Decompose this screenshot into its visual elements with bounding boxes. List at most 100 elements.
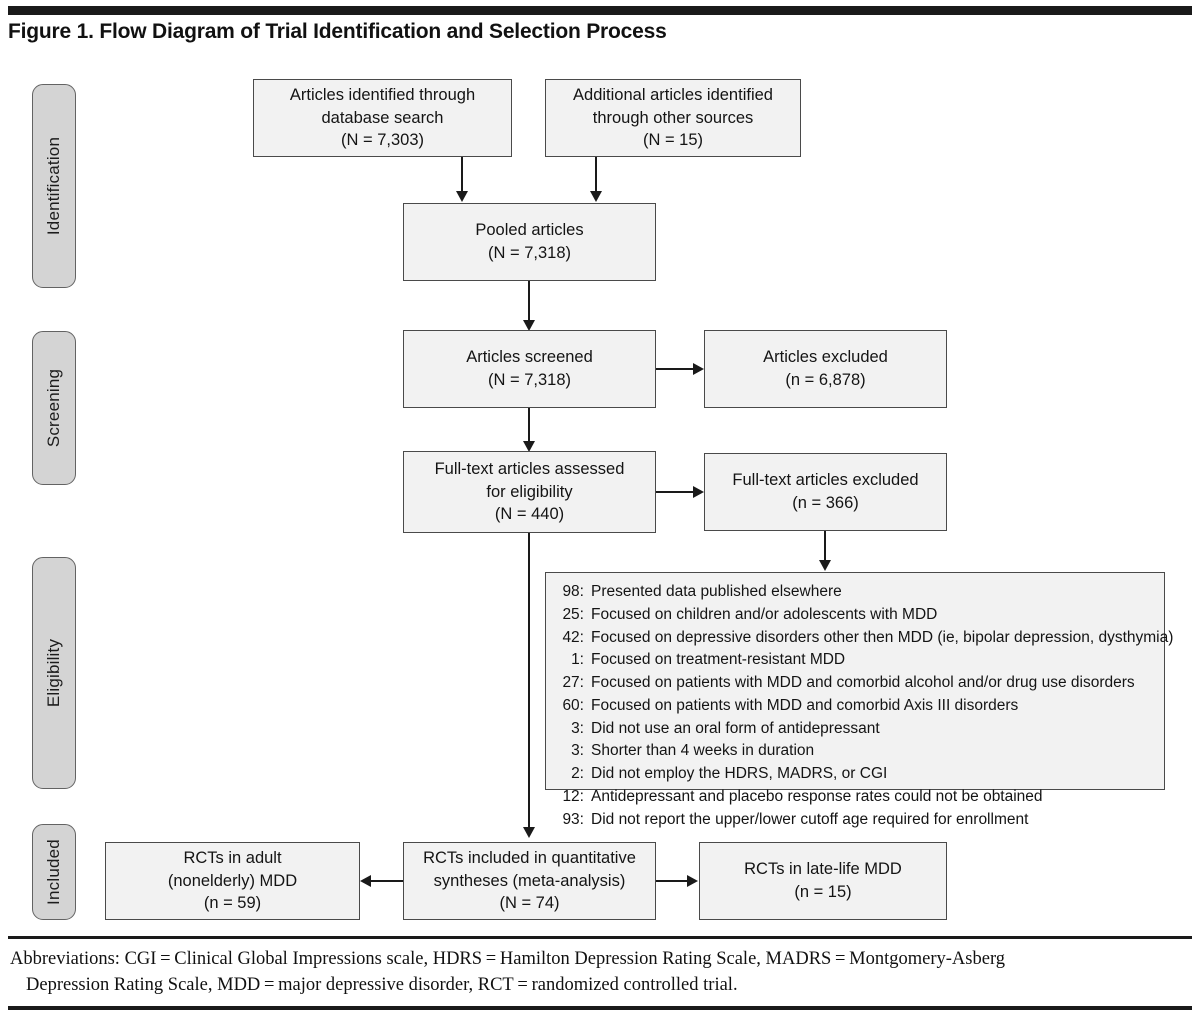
arrow-pooled-to-screened-icon bbox=[523, 320, 535, 331]
box-fulltext-assessed-line2: for eligibility bbox=[486, 482, 573, 501]
stage-label-included: Included bbox=[44, 839, 63, 905]
arrow-fulltext-to-included-icon bbox=[523, 827, 535, 838]
figure-title: Figure 1. Flow Diagram of Trial Identifi… bbox=[8, 20, 667, 43]
box-database-search-line3: (N = 7,303) bbox=[341, 131, 424, 150]
exclusion-reason-count: 2: bbox=[571, 765, 584, 783]
box-articles-excluded-line2: (n = 6,878) bbox=[785, 371, 866, 389]
arrow-fulltext-to-excluded-icon bbox=[693, 486, 704, 498]
exclusion-reason-row: 27: Focused on patients with MDD and com… bbox=[554, 672, 1154, 695]
box-fulltext-assessed-line3: (N = 440) bbox=[494, 505, 565, 524]
exclusion-reason-text: Antidepressant and placebo response rate… bbox=[591, 788, 1043, 806]
box-rct-late-life-line1: RCTs in late-life MDD bbox=[744, 860, 902, 879]
exclusion-reason-count: 93: bbox=[562, 810, 584, 828]
box-pooled-articles-line1: Pooled articles bbox=[475, 221, 584, 240]
exclusion-reason-count: 98: bbox=[562, 583, 584, 600]
exclusion-reason-text: Shorter than 4 weeks in duration bbox=[591, 742, 815, 760]
box-fulltext-assessed-line1: Full-text articles assessed bbox=[434, 459, 625, 478]
exclusion-reason-row: 93: Did not report the upper/lower cutof… bbox=[554, 809, 1154, 832]
connector-screened-to-fulltext bbox=[528, 408, 530, 442]
box-articles-screened: Articles screened (N = 7,318) bbox=[403, 330, 656, 408]
exclusion-reason-text: Presented data published elsewhere bbox=[591, 583, 842, 600]
arrow-database-to-pooled-icon bbox=[456, 191, 468, 202]
exclusion-reason-row: 98: Presented data published elsewhere bbox=[554, 581, 1154, 604]
box-database-search-line2: database search bbox=[321, 108, 444, 127]
box-rct-adult: RCTs in adult (nonelderly) MDD (n = 59) bbox=[105, 842, 360, 920]
box-database-search-line1: Articles identified through bbox=[289, 85, 476, 104]
exclusion-reason-count: 3: bbox=[571, 742, 584, 760]
footnote-top-rule bbox=[8, 936, 1192, 939]
connector-fulltext-to-included bbox=[528, 533, 530, 828]
stage-label-identification: Identification bbox=[44, 136, 64, 236]
exclusion-reason-text: Focused on patients with MDD and comorbi… bbox=[591, 674, 1135, 692]
exclusion-reason-row: 3: Shorter than 4 weeks in duration bbox=[554, 740, 1154, 763]
box-fulltext-excluded: Full-text articles excluded (n = 366) bbox=[704, 453, 947, 531]
exclusion-reason-count: 3: bbox=[571, 719, 584, 737]
box-pooled-articles: Pooled articles (N = 7,318) bbox=[403, 203, 656, 281]
stage-pill-screening: Screening bbox=[32, 331, 76, 485]
connector-screened-to-excluded bbox=[656, 368, 694, 370]
footnote-line2: Depression Rating Scale, MDD = major dep… bbox=[26, 975, 738, 996]
abbreviations-footnote: Abbreviations: CGI = Clinical Global Imp… bbox=[10, 946, 1190, 999]
box-rct-adult-line2: (nonelderly) MDD bbox=[167, 871, 298, 890]
box-fulltext-assessed: Full-text articles assessed for eligibil… bbox=[403, 451, 656, 533]
box-rct-late-life: RCTs in late-life MDD (n = 15) bbox=[699, 842, 947, 920]
stage-label-screening: Screening bbox=[44, 368, 64, 448]
footnote-line1: Abbreviations: CGI = Clinical Global Imp… bbox=[10, 949, 1006, 969]
arrow-screened-to-fulltext-icon bbox=[523, 441, 535, 452]
box-rct-adult-line3: (n = 59) bbox=[203, 894, 262, 913]
box-rct-adult-line1: RCTs in adult bbox=[183, 848, 282, 867]
arrow-included-to-late-life-icon bbox=[687, 875, 698, 887]
connector-included-to-late-life bbox=[656, 880, 688, 882]
exclusion-reason-count: 12: bbox=[562, 788, 584, 806]
exclusion-reason-text: Focused on depressive disorders other th… bbox=[591, 628, 1174, 646]
box-articles-excluded: Articles excluded (n = 6,878) bbox=[704, 330, 947, 408]
box-exclusion-reasons: 98: Presented data published elsewhere 2… bbox=[545, 572, 1173, 828]
box-articles-screened-line1: Articles screened bbox=[466, 348, 593, 367]
box-rct-included-line3: (N = 74) bbox=[499, 894, 560, 913]
box-fulltext-excluded-line2: (n = 366) bbox=[792, 494, 859, 512]
box-rct-late-life-line2: (n = 15) bbox=[794, 883, 852, 901]
stage-label-eligibility: Eligibility bbox=[44, 638, 63, 708]
exclusion-reason-text: Did not report the upper/lower cutoff ag… bbox=[591, 810, 1029, 828]
exclusion-reason-count: 27: bbox=[562, 674, 584, 692]
box-articles-excluded-line1: Articles excluded bbox=[763, 348, 888, 367]
exclusion-reason-count: 42: bbox=[562, 628, 584, 646]
arrow-included-to-adult-icon bbox=[360, 875, 371, 887]
footnote-bottom-rule bbox=[8, 1006, 1192, 1010]
box-rct-included-quantitative: RCTs included in quantitative syntheses … bbox=[403, 842, 656, 920]
exclusion-reason-count: 1: bbox=[571, 651, 584, 669]
box-other-sources-line1: Additional articles identified bbox=[573, 85, 773, 104]
arrow-screened-to-excluded-icon bbox=[693, 363, 704, 375]
exclusion-reason-count: 25: bbox=[562, 605, 584, 623]
arrow-excluded-to-reasons-icon bbox=[819, 560, 831, 571]
connector-pooled-to-screened bbox=[528, 281, 530, 321]
top-divider-rule bbox=[8, 6, 1192, 15]
exclusion-reason-count: 60: bbox=[562, 696, 584, 714]
stage-pill-included: Included bbox=[32, 824, 76, 920]
exclusion-reason-text: Focused on patients with MDD and comorbi… bbox=[591, 696, 1019, 714]
exclusion-reason-row: 42: Focused on depressive disorders othe… bbox=[554, 627, 1173, 650]
arrow-sources-to-pooled-icon bbox=[590, 191, 602, 202]
connector-sources-to-pooled bbox=[595, 157, 597, 192]
connector-excluded-to-reasons bbox=[824, 531, 826, 561]
exclusion-reason-row: 12: Antidepressant and placebo response … bbox=[554, 786, 1154, 809]
box-fulltext-excluded-line1: Full-text articles excluded bbox=[732, 471, 919, 490]
exclusion-reason-text: Focused on treatment-resistant MDD bbox=[591, 651, 846, 669]
box-database-search: Articles identified through database sea… bbox=[253, 79, 512, 157]
exclusion-reason-row: 25: Focused on children and/or adolescen… bbox=[554, 604, 1154, 627]
exclusion-reason-row: 3: Did not use an oral form of antidepre… bbox=[554, 718, 1154, 741]
box-other-sources-line3: (N = 15) bbox=[642, 131, 704, 150]
stage-pill-identification: Identification bbox=[32, 84, 76, 288]
exclusion-reason-text: Did not use an oral form of antidepressa… bbox=[591, 719, 880, 737]
connector-fulltext-to-excluded bbox=[656, 491, 694, 493]
box-other-sources-line2: through other sources bbox=[592, 108, 754, 127]
exclusion-reason-row: 1: Focused on treatment-resistant MDD bbox=[554, 649, 1154, 672]
exclusion-reason-text: Did not employ the HDRS, MADRS, or CGI bbox=[591, 765, 888, 783]
box-rct-included-line1: RCTs included in quantitative bbox=[423, 848, 636, 867]
stage-pill-eligibility: Eligibility bbox=[32, 557, 76, 789]
connector-included-to-adult bbox=[371, 880, 403, 882]
box-other-sources: Additional articles identified through o… bbox=[545, 79, 801, 157]
exclusion-reason-row: 2: Did not employ the HDRS, MADRS, or CG… bbox=[554, 763, 1154, 786]
box-pooled-articles-line2: (N = 7,318) bbox=[488, 244, 571, 262]
